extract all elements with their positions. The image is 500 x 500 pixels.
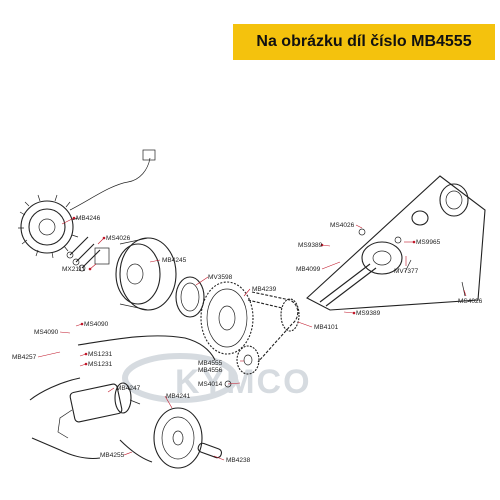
dowel-pin [197, 442, 223, 459]
lower-hose [119, 439, 153, 463]
leaders [37, 216, 467, 461]
starter-chain [247, 291, 300, 363]
label-MS4090-a: MS4090 [34, 329, 59, 336]
starter-motor [57, 382, 141, 439]
label-MS9965: MS9965 [416, 239, 441, 246]
stator-coil [18, 149, 156, 259]
label-MS4014: MS4014 [198, 381, 223, 388]
label-MB4238: MB4238 [226, 457, 251, 464]
svg-text:KYMCO: KYMCO [175, 363, 312, 401]
label-MB4099: MB4099 [296, 266, 321, 273]
part-number-banner: Na obrázku díl číslo MB4555 [233, 24, 495, 60]
label-MS1231-b: MS1231 [88, 361, 113, 368]
stator-bolts [66, 236, 110, 272]
label-MS1231-a: MS1231 [88, 351, 113, 358]
label-MB4555: MB4555 [198, 360, 223, 367]
part-labels: MB4246 MS4026 MB4245 MX2111 MV3598 MB423… [12, 215, 483, 464]
label-MB4246: MB4246 [76, 215, 101, 222]
flywheel [115, 237, 177, 311]
one-way-clutch-ring [175, 276, 205, 318]
label-MX2111: MX2111 [62, 266, 86, 273]
label-MS4026-a: MS4026 [106, 235, 131, 242]
label-MS4090-b: MS4090 [84, 321, 109, 328]
label-MV7377: MV7377 [394, 268, 419, 275]
label-MV3598: MV3598 [208, 274, 233, 281]
watermark: KYMCO [122, 353, 312, 403]
label-MS4026-c: MS4026 [458, 298, 483, 305]
label-MB4255: MB4255 [100, 452, 125, 459]
label-MB4241: MB4241 [166, 393, 191, 400]
label-MB4101: MB4101 [314, 324, 339, 331]
label-MB4257: MB4257 [12, 354, 37, 361]
label-MB4247: MB4247 [116, 385, 141, 392]
label-MS9389-a: MS9389 [356, 310, 381, 317]
starter-driven-gear [200, 281, 254, 355]
drive-pulley [153, 407, 203, 469]
label-MB4245: MB4245 [162, 257, 187, 264]
label-MB4239: MB4239 [252, 286, 277, 293]
detail-inset [306, 175, 486, 311]
label-MB4556: MB4556 [198, 367, 223, 374]
label-MS9389-b: MS9389 [298, 242, 323, 249]
label-MS4026-b: MS4026 [330, 222, 355, 229]
starter-cable [29, 335, 216, 459]
